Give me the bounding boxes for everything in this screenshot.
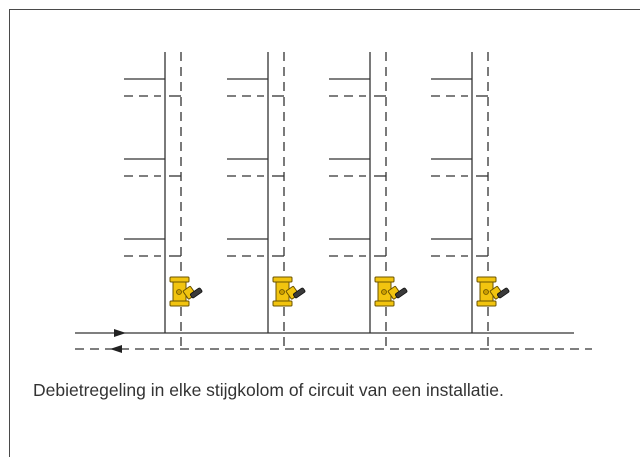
valve-top-nut <box>272 276 293 283</box>
balancing-valve-icon <box>169 276 203 307</box>
figure-caption: Debietregeling in elke stijgkolom of cir… <box>33 380 504 400</box>
valve-bottom-nut <box>374 300 395 307</box>
valve-port <box>381 289 387 295</box>
valve-bottom-nut <box>272 300 293 307</box>
riser-column <box>329 52 408 349</box>
riser-column <box>431 52 510 349</box>
valve-port <box>483 289 489 295</box>
riser-column <box>124 52 203 349</box>
valve-handle <box>497 287 510 299</box>
riser-column <box>227 52 306 349</box>
valve-top-nut <box>169 276 190 283</box>
valve-port <box>176 289 182 295</box>
figure-frame <box>9 9 640 457</box>
balancing-valve-icon <box>476 276 510 307</box>
valve-port <box>279 289 285 295</box>
valve-bottom-nut <box>169 300 190 307</box>
flow-arrow-right-icon <box>114 329 126 337</box>
valve-top-nut <box>374 276 395 283</box>
valve-top-nut <box>476 276 497 283</box>
balancing-valve-icon <box>272 276 306 307</box>
balancing-valve-icon <box>374 276 408 307</box>
valve-handle <box>293 287 306 299</box>
valve-bottom-nut <box>476 300 497 307</box>
flow-arrow-left-icon <box>110 345 122 353</box>
valve-handle <box>190 287 203 299</box>
valve-handle <box>395 287 408 299</box>
